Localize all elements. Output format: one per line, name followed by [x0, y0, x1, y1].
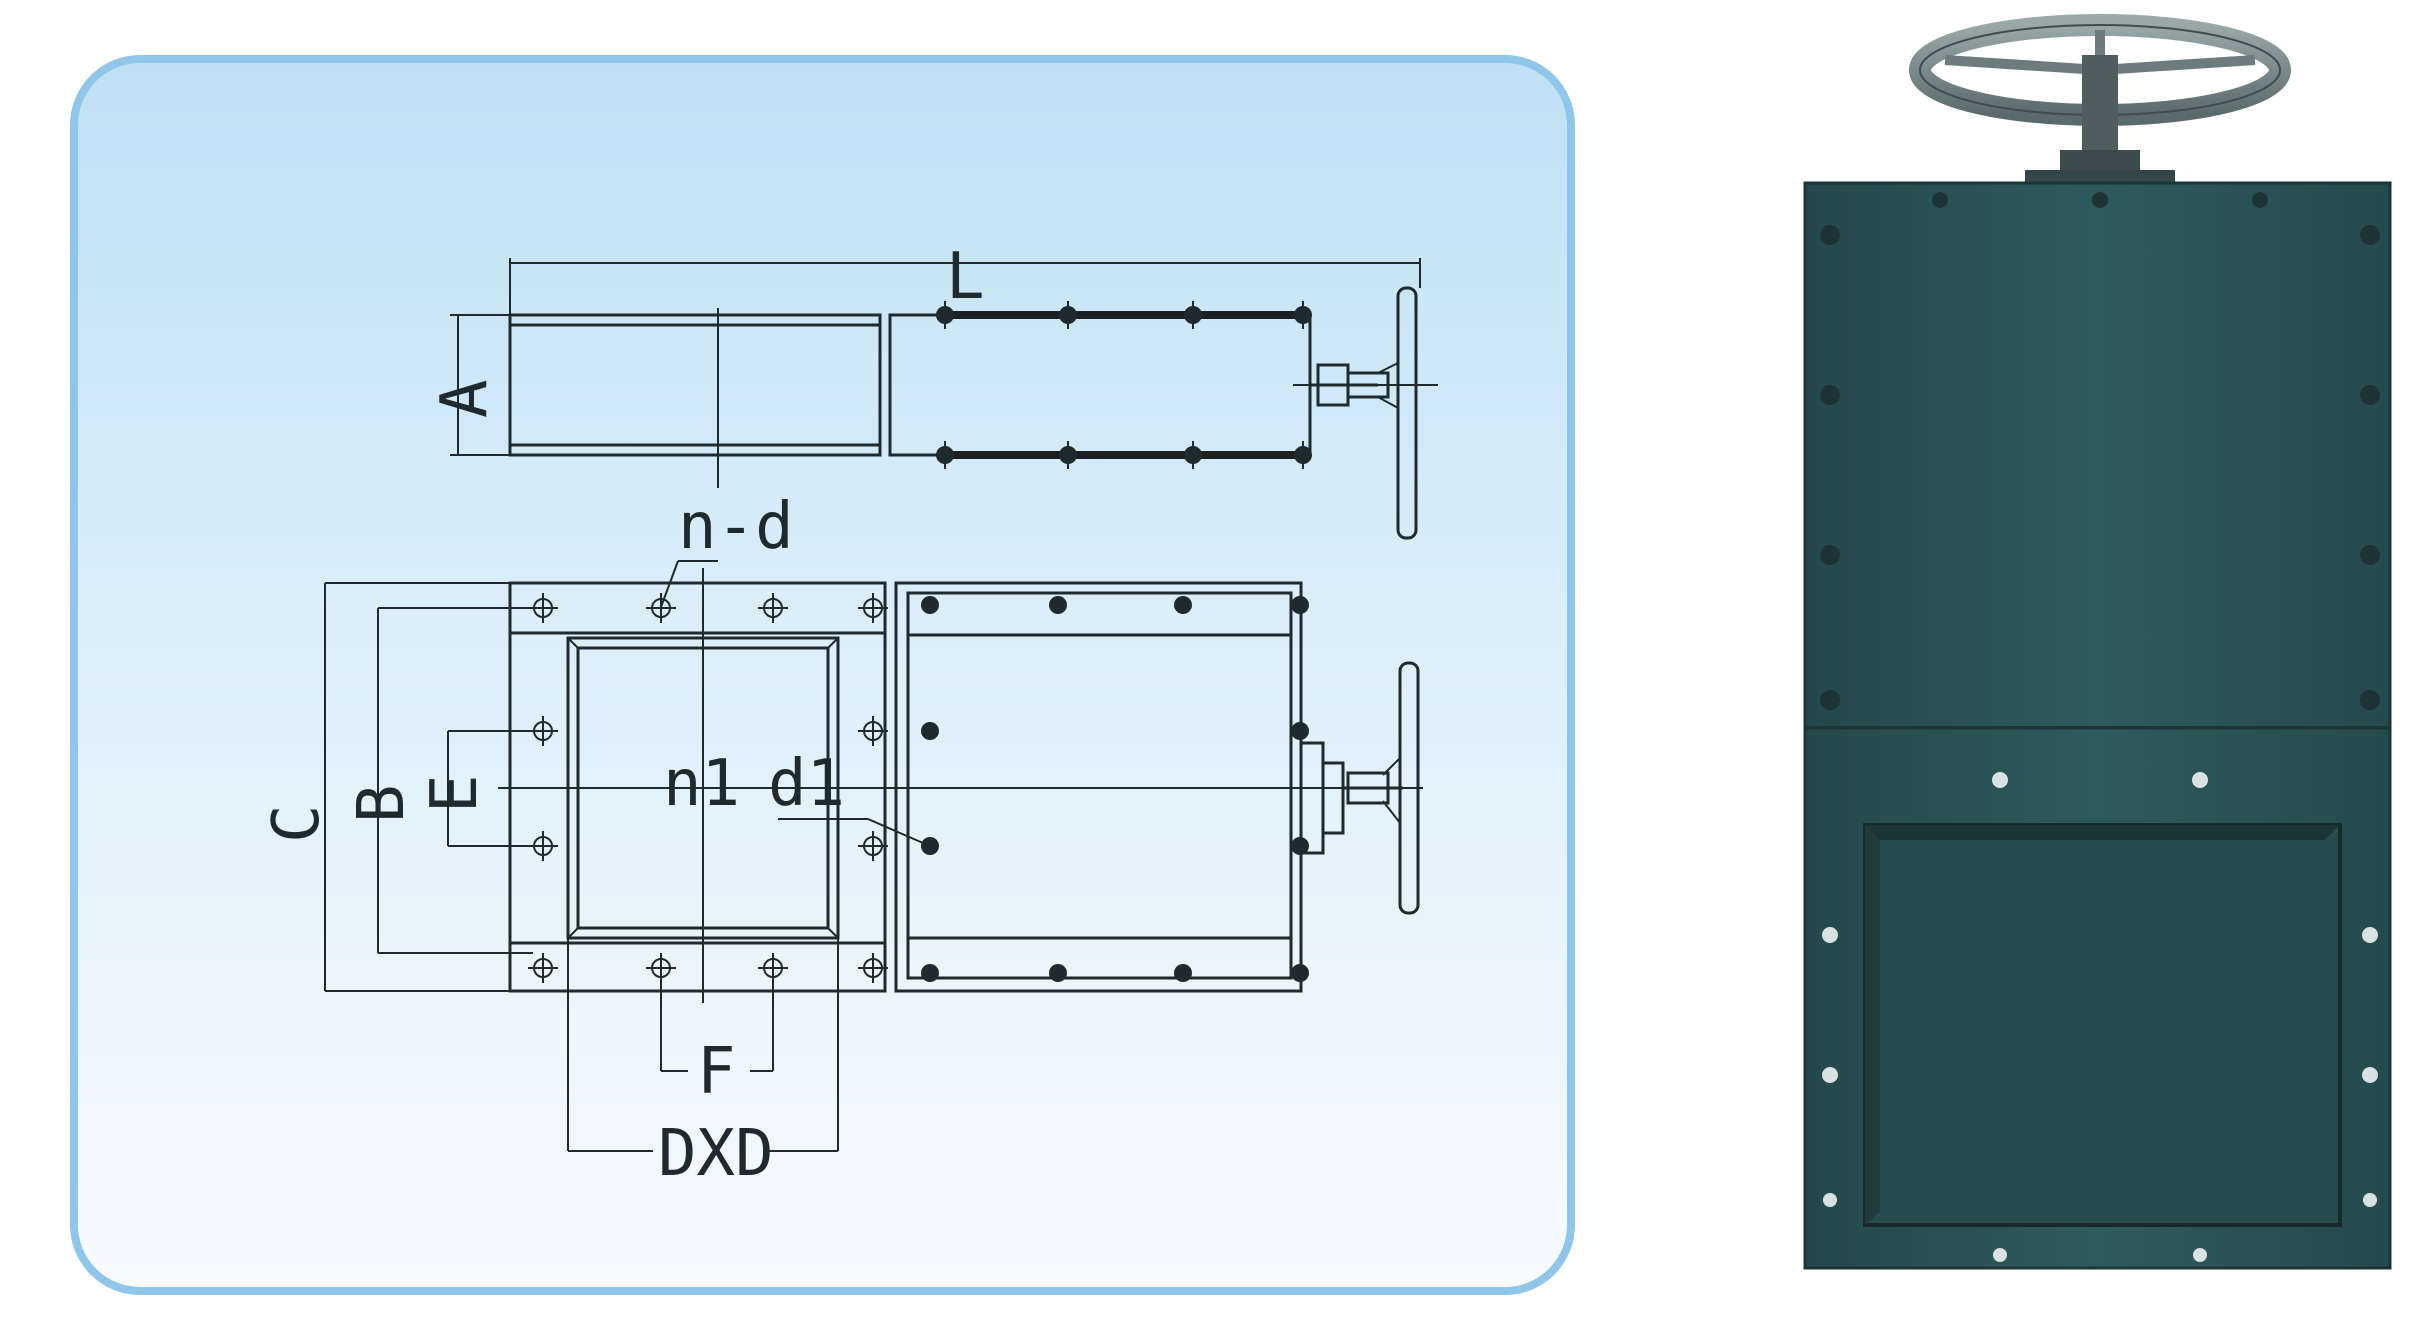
side-view-body — [508, 313, 882, 457]
photo-bonnet-bolts — [1820, 192, 2380, 710]
photo-opening — [1863, 823, 2342, 1227]
label-b: B — [345, 784, 419, 823]
photo-flange-holes — [1822, 772, 2378, 1262]
label-l: L — [946, 240, 985, 314]
label-f: F — [697, 1035, 736, 1109]
side-view-handwheel — [1293, 286, 1438, 540]
side-view-bolts — [936, 306, 1312, 464]
bonnet-bolts — [921, 596, 1309, 982]
label-n-d: n-d — [678, 490, 794, 564]
photo-handwheel — [1909, 14, 2291, 195]
valve-photo — [1770, 0, 2419, 1323]
flange-bolts — [528, 593, 888, 983]
label-dxd: DXD — [658, 1117, 774, 1191]
label-e: E — [418, 774, 492, 813]
label-n1: n1 — [663, 747, 740, 821]
photo-bonnet — [1803, 181, 2392, 730]
front-view-handwheel — [1299, 661, 1420, 915]
valve-photo-illustration — [1803, 14, 2392, 1270]
technical-drawing-panel: L A — [70, 55, 1575, 1295]
label-a: A — [428, 379, 502, 418]
valve-technical-drawing: L A — [260, 240, 1438, 1191]
label-d1: d1 — [768, 747, 845, 821]
label-c: C — [260, 804, 334, 843]
side-view-bonnet — [888, 313, 1312, 457]
